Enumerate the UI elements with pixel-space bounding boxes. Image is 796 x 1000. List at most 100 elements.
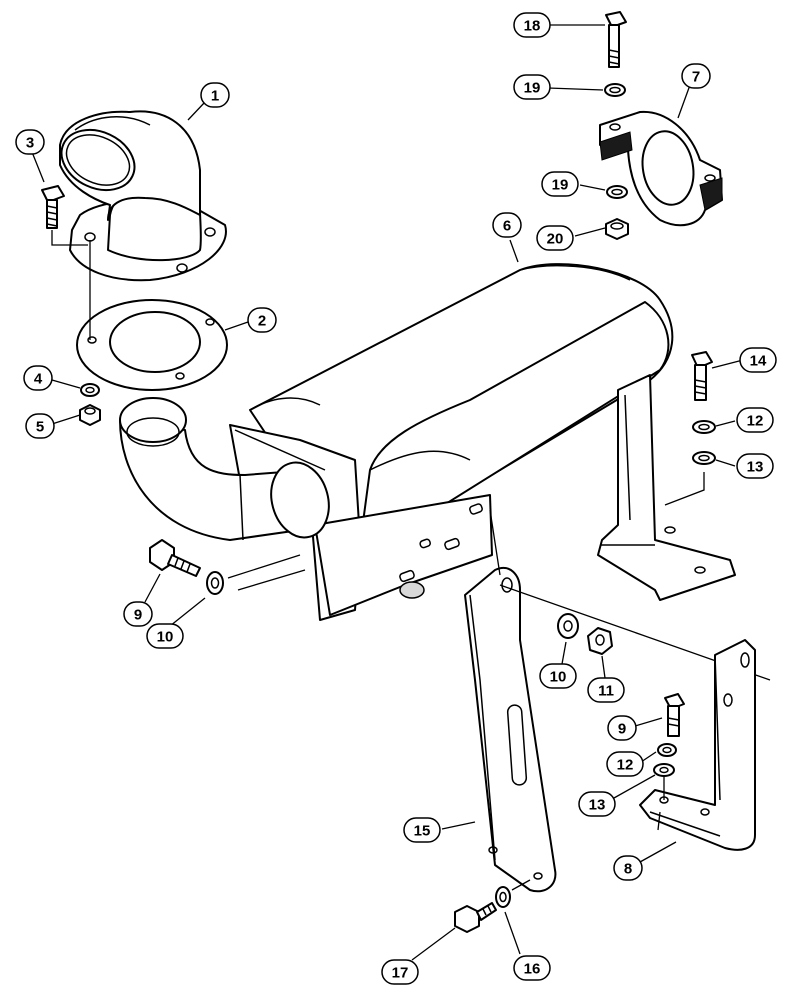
washer-19-top (604, 83, 626, 97)
callout-number: 12 (617, 757, 634, 774)
callout-12: 12 (736, 407, 774, 433)
leader-bolt9-left (227, 554, 306, 591)
callout-10: 10 (146, 623, 184, 649)
callout-number: 18 (524, 18, 541, 35)
callout-bubble (403, 817, 441, 843)
callout-bubble (513, 12, 551, 38)
lock-washer-12-right (692, 420, 716, 434)
callout-number: 19 (552, 177, 569, 194)
callout-bubble (25, 413, 55, 439)
callout-2: 2 (247, 307, 277, 333)
washer-13-right (692, 451, 716, 465)
callout-14: 14 (739, 347, 777, 373)
callout-number: 11 (598, 683, 614, 700)
elbow-pipe (59, 110, 227, 282)
callout-13: 13 (736, 453, 774, 479)
callout-16: 16 (513, 955, 551, 981)
callout-number: 17 (392, 965, 409, 982)
callout-bubble (513, 955, 551, 981)
callout-bubble (15, 129, 45, 155)
callout-bubble (513, 74, 551, 100)
callout-bubble (578, 791, 616, 817)
callout-bubble (381, 959, 419, 985)
callout-bubble (541, 171, 579, 197)
callout-number: 10 (550, 669, 567, 686)
bolt-18 (605, 11, 627, 68)
callout-19: 19 (541, 171, 579, 197)
callout-number: 9 (618, 721, 626, 738)
bolt-17 (454, 902, 497, 933)
callout-4: 4 (23, 365, 53, 391)
callout-18: 18 (513, 12, 551, 38)
bolt-14 (691, 351, 713, 401)
callout-number: 1 (211, 88, 219, 105)
callout-bubble (536, 225, 574, 251)
callout-number: 14 (750, 353, 767, 370)
flange-bolt (41, 185, 88, 246)
callout-bubble (247, 307, 277, 333)
callout-leaders (31, 24, 744, 961)
callout-10: 10 (539, 663, 577, 689)
washer-10-right (557, 613, 579, 639)
callout-13: 13 (578, 791, 616, 817)
callout-9: 9 (123, 601, 153, 627)
callout-number: 13 (589, 797, 606, 814)
callout-number: 4 (34, 371, 43, 388)
callout-bubble (681, 63, 711, 89)
callout-9: 9 (607, 715, 637, 741)
callout-bubble (492, 212, 522, 238)
leader-washer16 (511, 879, 531, 891)
callout-20: 20 (536, 225, 574, 251)
pipe-clamp (599, 110, 723, 227)
callout-number: 6 (503, 218, 511, 235)
callout-bubble (606, 751, 644, 777)
callout-19: 19 (513, 74, 551, 100)
lock-washer-12-center (657, 743, 677, 757)
callout-11: 11 (587, 677, 625, 703)
bolt-9-right (664, 693, 685, 737)
flange-gasket (76, 240, 228, 391)
callout-5: 5 (25, 413, 55, 439)
callout-number: 8 (624, 861, 632, 878)
callout-number: 15 (414, 823, 431, 840)
callout-bubble (736, 407, 774, 433)
nut-5 (79, 404, 101, 426)
callout-number: 10 (157, 629, 174, 646)
callout-number: 2 (258, 313, 266, 330)
callout-bubble (539, 663, 577, 689)
callout-15: 15 (403, 817, 441, 843)
washer-19-lower (606, 185, 628, 199)
callout-bubble (23, 365, 53, 391)
callout-bubble (607, 715, 637, 741)
callout-6: 6 (492, 212, 522, 238)
support-bracket-15 (464, 567, 557, 893)
callout-number: 12 (747, 413, 764, 430)
inlet-pipe (119, 397, 330, 541)
callout-1: 1 (200, 82, 230, 108)
callout-number: 7 (692, 69, 700, 86)
washer-13-center (653, 763, 675, 777)
callout-8: 8 (613, 855, 643, 881)
callout-number: 5 (36, 419, 44, 436)
callout-number: 13 (747, 459, 764, 476)
callout-bubble (200, 82, 230, 108)
callout-bubble (736, 453, 774, 479)
callout-bubble (739, 347, 777, 373)
callout-bubble (587, 677, 625, 703)
callout-17: 17 (381, 959, 419, 985)
leader-bolt9-right (657, 777, 665, 831)
washer-10-left (206, 571, 224, 595)
bolt-9-left (149, 539, 201, 577)
callout-7: 7 (681, 63, 711, 89)
callout-12: 12 (606, 751, 644, 777)
nut-11 (587, 627, 613, 655)
callout-bubble (613, 855, 643, 881)
support-bracket-8 (639, 639, 756, 851)
leader-bolt14 (664, 472, 705, 506)
callout-number: 16 (524, 961, 541, 978)
washer-16 (495, 886, 511, 908)
washer-4 (80, 383, 100, 397)
